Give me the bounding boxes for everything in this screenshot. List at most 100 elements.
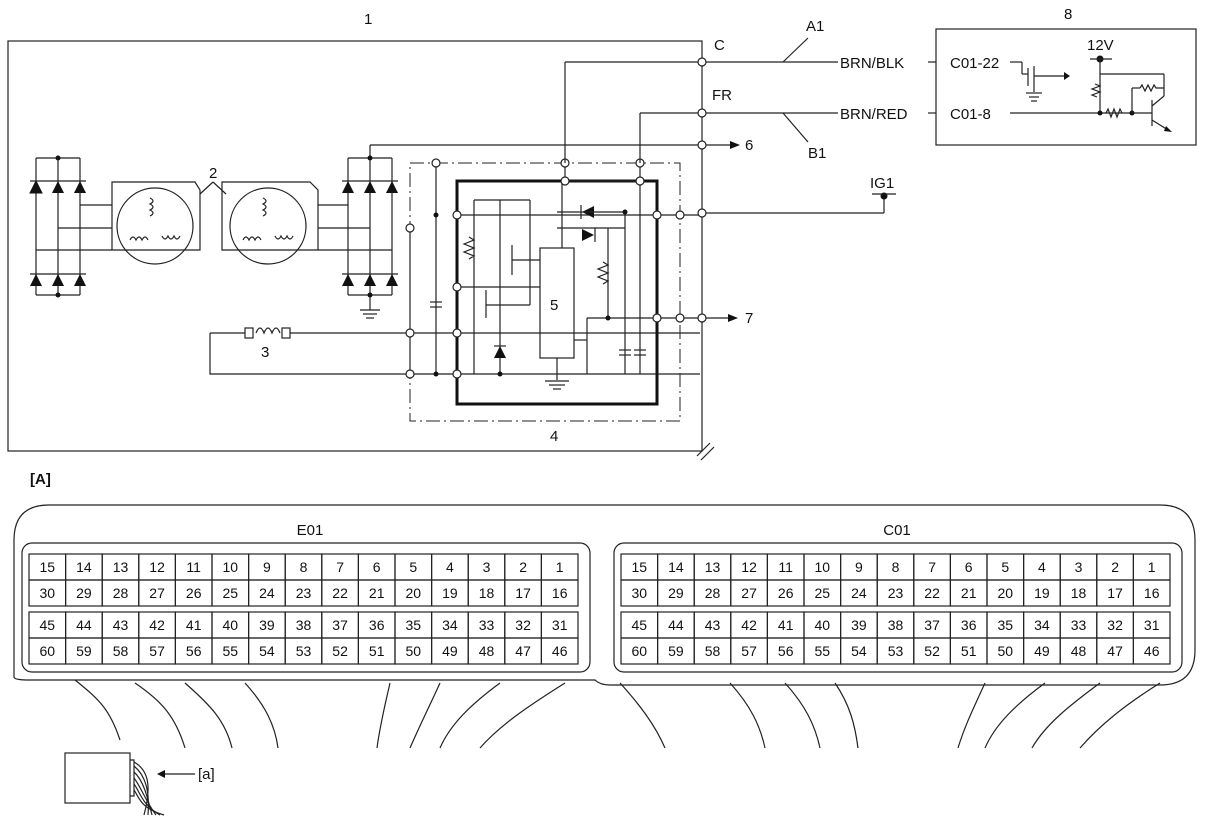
pin-number: 25	[815, 585, 831, 601]
pin-number: 53	[296, 643, 312, 659]
pin-number: 51	[369, 643, 385, 659]
pin-number: 57	[741, 643, 757, 659]
pin-number: 14	[668, 559, 684, 575]
pin-number: 5	[1001, 559, 1009, 575]
pin-number: 6	[373, 559, 381, 575]
section-a-label: [A]	[30, 471, 51, 488]
pin-number: 59	[668, 643, 684, 659]
pin-number: 35	[998, 617, 1014, 633]
pin-number: 1	[556, 559, 564, 575]
connector-e01-title: E01	[297, 522, 324, 539]
wire-brn-blk-label: BRN/BLK	[840, 55, 904, 72]
pin-number: 54	[259, 643, 275, 659]
pin-number: 11	[778, 559, 793, 575]
pin-number: 15	[40, 559, 56, 575]
pin-number: 46	[1144, 643, 1160, 659]
pin-number: 26	[778, 585, 794, 601]
pin-number: 47	[1107, 643, 1123, 659]
pin-number: 16	[1144, 585, 1160, 601]
pin-number: 33	[1071, 617, 1087, 633]
pin-number: 9	[263, 559, 271, 575]
pin-number: 6	[965, 559, 973, 575]
pin-number: 45	[632, 617, 648, 633]
label-stator: 2	[209, 165, 217, 182]
pin-number: 60	[40, 643, 56, 659]
pin-number: 38	[296, 617, 312, 633]
pin-number: 16	[552, 585, 568, 601]
pin-number: 48	[479, 643, 495, 659]
pin-number: 51	[961, 643, 977, 659]
pin-number: 25	[223, 585, 239, 601]
connector-illustration	[64, 752, 195, 816]
pin-number: 48	[1071, 643, 1087, 659]
pin-number: 14	[76, 559, 92, 575]
terminal-c-label: C	[714, 37, 725, 54]
pin-number: 37	[924, 617, 940, 633]
pin-number: 28	[705, 585, 721, 601]
terminal-6-label: 6	[745, 137, 753, 154]
pin-number: 42	[149, 617, 165, 633]
pin-number: 1	[1148, 559, 1156, 575]
pin-number: 23	[888, 585, 904, 601]
pin-number: 4	[446, 559, 454, 575]
pin-number: 8	[300, 559, 308, 575]
pin-number: 55	[815, 643, 831, 659]
connector-e01-frame	[21, 542, 591, 673]
terminal-fr-label: FR	[712, 87, 732, 104]
pin-cell	[1132, 637, 1171, 665]
pin-number: 28	[113, 585, 129, 601]
pin-number: 18	[1071, 585, 1087, 601]
pin-number: 39	[851, 617, 867, 633]
pin-number: 41	[186, 617, 202, 633]
pin-number: 31	[552, 617, 568, 633]
pin-number: 45	[40, 617, 56, 633]
pin-number: 32	[1107, 617, 1123, 633]
pin-number: 36	[369, 617, 385, 633]
pin-number: 36	[961, 617, 977, 633]
pin-number: 12	[741, 559, 757, 575]
pin-number: 21	[961, 585, 977, 601]
pin-number: 57	[149, 643, 165, 659]
terminal-7-label: 7	[745, 310, 753, 327]
pin-number: 3	[1075, 559, 1083, 575]
pin-number: 31	[1144, 617, 1160, 633]
pin-number: 50	[998, 643, 1014, 659]
ecm-12v-label: 12V	[1087, 37, 1114, 54]
ig1-label: IG1	[870, 175, 894, 192]
ecm-connector-outline	[13, 504, 1196, 686]
pin-number: 7	[336, 559, 344, 575]
pin-number: 34	[442, 617, 458, 633]
pin-number: 44	[76, 617, 92, 633]
pin-number: 56	[778, 643, 794, 659]
connector-a-label: [a]	[198, 766, 215, 783]
external-wiring	[564, 37, 936, 323]
pin-cell	[540, 637, 579, 665]
wiring-harness	[74, 679, 1161, 749]
pin-number: 32	[515, 617, 531, 633]
field-coil	[209, 327, 700, 375]
pin-number: 40	[815, 617, 831, 633]
pin-number: 23	[296, 585, 312, 601]
label-ic-regulator: 5	[550, 297, 558, 314]
pin-number: 2	[1111, 559, 1119, 575]
pin-number: 22	[332, 585, 348, 601]
pin-c01-22-label: C01-22	[950, 55, 999, 72]
pin-number: 44	[668, 617, 684, 633]
regulator-assembly	[405, 158, 700, 422]
pin-number: 20	[998, 585, 1014, 601]
pin-number: 33	[479, 617, 495, 633]
pin-number: 41	[778, 617, 794, 633]
pin-number: 24	[259, 585, 275, 601]
pin-number: 2	[519, 559, 527, 575]
pin-number: 47	[515, 643, 531, 659]
label-field-coil: 3	[261, 344, 269, 361]
pin-number: 12	[149, 559, 165, 575]
pin-number: 50	[406, 643, 422, 659]
pin-number: 19	[1034, 585, 1050, 601]
pin-number: 11	[186, 559, 201, 575]
connector-c01-frame	[613, 542, 1183, 673]
wire-brn-red-label: BRN/RED	[840, 106, 908, 123]
pin-number: 29	[76, 585, 92, 601]
